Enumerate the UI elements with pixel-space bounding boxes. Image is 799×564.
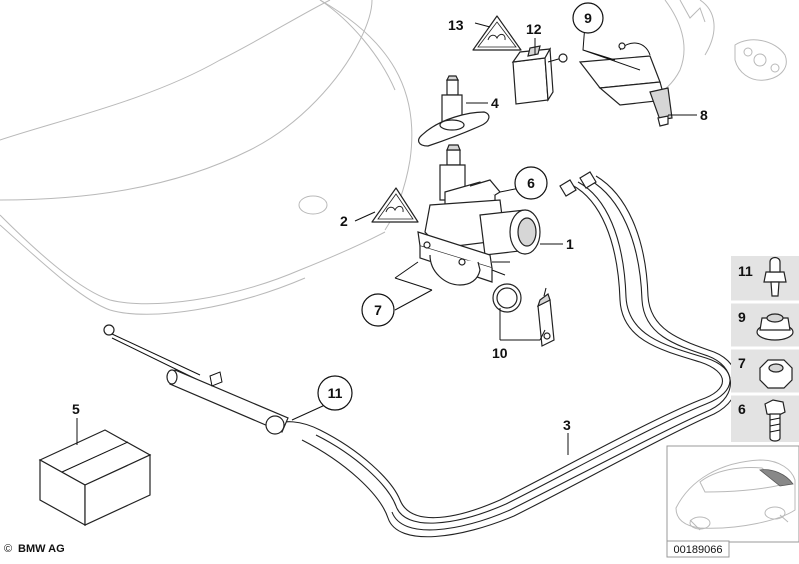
callout-9: 9 bbox=[584, 10, 592, 26]
brand-name: BMW AG bbox=[18, 543, 65, 555]
callout-7-circle: 7 bbox=[361, 293, 395, 327]
callout-9-circle: 9 bbox=[572, 2, 604, 34]
clip-nut-icon bbox=[763, 256, 787, 297]
legend-label-2: 9 bbox=[738, 309, 746, 325]
gas-strut bbox=[103, 324, 289, 435]
trunk-lid-outline bbox=[0, 0, 413, 315]
callout-11: 11 bbox=[328, 385, 343, 401]
callout-12: 12 bbox=[526, 21, 542, 37]
hinge-bracket bbox=[649, 0, 787, 101]
callout-2: 2 bbox=[340, 213, 348, 229]
legend-label-1: 11 bbox=[738, 263, 753, 279]
box-5 bbox=[38, 429, 152, 527]
callout-6: 6 bbox=[527, 175, 535, 191]
hardware-legend-panel: 11 9 7 6 bbox=[731, 256, 799, 442]
drawing-number: 00189066 bbox=[674, 544, 723, 556]
callout-3: 3 bbox=[563, 417, 571, 433]
flange-nut-icon bbox=[756, 313, 794, 341]
callout-5: 5 bbox=[72, 401, 80, 417]
callout-8: 8 bbox=[700, 107, 708, 123]
callout-6-circle: 6 bbox=[514, 166, 548, 200]
o-ring-10 bbox=[492, 283, 522, 313]
legend-label-3: 7 bbox=[738, 355, 746, 371]
callout-13: 13 bbox=[448, 17, 464, 33]
callout-11-circle: 11 bbox=[317, 375, 353, 411]
copyright-symbol: © bbox=[4, 543, 12, 555]
actuator-assembly-1 bbox=[417, 144, 541, 286]
callout-4: 4 bbox=[491, 95, 499, 111]
cable-loop-3 bbox=[269, 171, 738, 538]
vehicle-thumbnail bbox=[666, 445, 799, 543]
connector-10 bbox=[536, 287, 555, 347]
callout-10: 10 bbox=[492, 345, 508, 361]
callout-1: 1 bbox=[566, 236, 574, 252]
lock-cylinder-4 bbox=[418, 75, 490, 147]
drawing-number-box: 00189066 bbox=[666, 540, 730, 558]
callout-7: 7 bbox=[374, 302, 382, 318]
emblem-outline bbox=[298, 195, 328, 215]
warning-sticker-2 bbox=[371, 187, 419, 223]
hex-bolt-icon bbox=[764, 399, 786, 442]
latch-bracket-8-9 bbox=[578, 42, 673, 127]
warning-sticker-13 bbox=[472, 15, 522, 51]
hex-nut-icon bbox=[759, 359, 793, 389]
relay-12 bbox=[511, 45, 568, 105]
legend-label-4: 6 bbox=[738, 401, 746, 417]
